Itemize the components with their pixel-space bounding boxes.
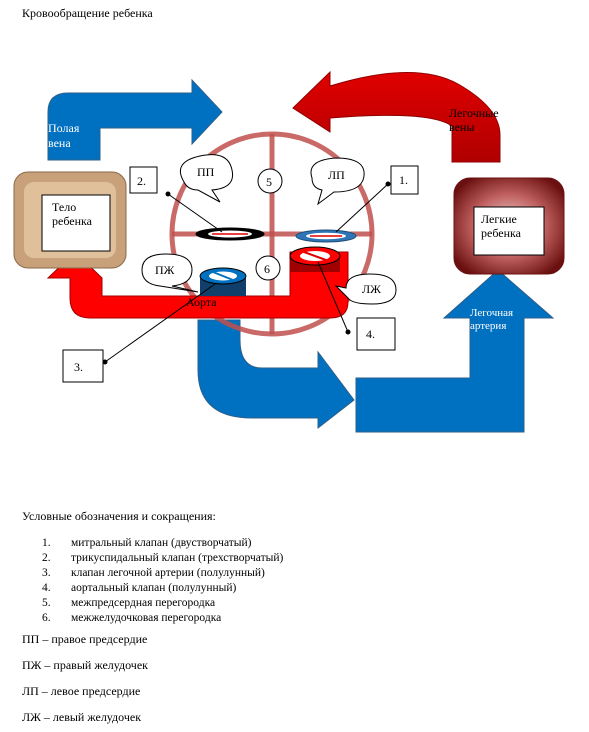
pulmonary-artery-label-line2: артерия: [470, 320, 506, 332]
callout-5: 5: [257, 168, 283, 194]
legend-item: 6.межжелудочковая перегородка: [42, 612, 222, 624]
lungs-label-line1: Легкие: [481, 212, 517, 226]
label-lzh: ЛЖ: [362, 282, 381, 296]
legend-item: 1.митральный клапан (двустворчатый): [42, 537, 252, 549]
legend-item: 3.клапан легочной артерии (полулунный): [42, 567, 265, 579]
bubble-pp: ПП: [180, 154, 234, 203]
svg-text:1.: 1.: [399, 173, 408, 187]
bubble-lzh: ЛЖ: [334, 273, 397, 305]
callout-1: 1.: [335, 165, 419, 233]
legend: Условные обозначения и сокращения: 1.мит…: [22, 509, 283, 626]
pulmonary-artery-arrow: [197, 319, 355, 430]
label-pzh: ПЖ: [155, 263, 175, 277]
svg-text:4.: 4.: [366, 327, 375, 341]
body-box: Тело ребенка: [13, 171, 127, 269]
body-label-line2: ребенка: [52, 214, 93, 228]
vena-cava-label-line2: вена: [48, 136, 71, 150]
callout-3: 3.: [62, 283, 216, 383]
callout-2: 2.: [129, 166, 223, 233]
callout-6: 6: [255, 255, 281, 281]
label-lp: ЛП: [328, 168, 345, 182]
legend-item: 5.межпредсердная перегородка: [42, 597, 216, 609]
svg-text:2.: 2.: [137, 174, 146, 188]
bubble-pzh: ПЖ: [141, 253, 199, 293]
vena-cava-arrow: [47, 78, 223, 161]
abbr-pp: ПП – правое предсердие: [22, 632, 148, 646]
lungs-label-line2: ребенка: [481, 226, 522, 240]
lungs-box: Легкие ребенка: [453, 177, 565, 275]
abbr-lzh: ЛЖ – левый желудочек: [22, 710, 142, 724]
vena-cava-label-line1: Полая: [48, 121, 80, 135]
legend-item: 2.трикуспидальный клапан (трехстворчатый…: [42, 552, 284, 564]
abbr-pzh: ПЖ – правый желудочек: [22, 658, 148, 672]
aortic-valve: [289, 246, 341, 272]
legend-list: 1.митральный клапан (двустворчатый) 2.тр…: [22, 536, 283, 626]
aorta-label: Аорта: [186, 295, 217, 309]
abbr-lp: ЛП – левое предсердие: [22, 684, 141, 698]
page-title: Кровообращение ребенка: [22, 6, 153, 20]
callout-4: 4.: [317, 261, 396, 351]
svg-text:6: 6: [264, 262, 270, 276]
pulmonary-veins-label-line2: вены: [449, 120, 474, 134]
body-label-line1: Тело: [52, 200, 76, 214]
svg-text:5: 5: [266, 175, 272, 189]
label-pp: ПП: [197, 165, 215, 179]
pulmonary-veins-arrow: [292, 70, 501, 163]
pulmonary-veins-label-line1: Легочные: [449, 106, 499, 120]
pulmonary-valve: [199, 267, 247, 296]
circulation-diagram: Тело ребенка Легкие ребенка ПП ЛП ПЖ: [13, 70, 565, 433]
legend-item: 4.аортальный клапан (полулунный): [42, 582, 237, 594]
svg-text:3.: 3.: [74, 360, 83, 374]
aorta-arrow: [46, 251, 349, 319]
pulmonary-artery-label-line1: Легочная: [470, 307, 513, 319]
legend-heading: Условные обозначения и сокращения:: [22, 509, 216, 523]
pulmonary-artery-arrow-rise: [355, 269, 555, 433]
bubble-lp: ЛП: [310, 157, 365, 206]
